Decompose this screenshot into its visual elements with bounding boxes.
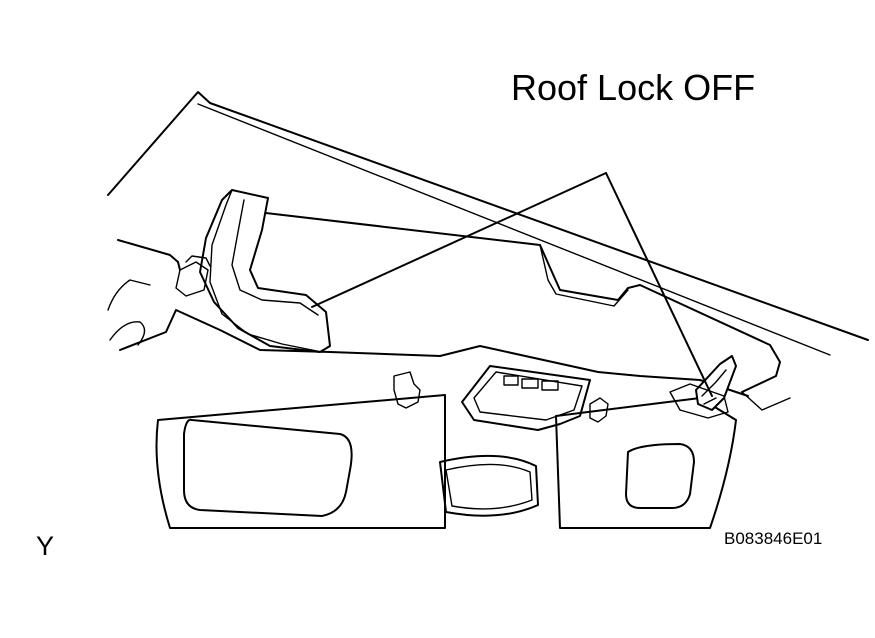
left-sun-visor bbox=[155, 394, 446, 529]
right-handle-face bbox=[701, 369, 727, 405]
left-lock-base bbox=[175, 261, 209, 297]
right-visor-clip bbox=[589, 397, 609, 423]
rear-view-mirror-inner bbox=[445, 463, 533, 510]
console-button-3 bbox=[541, 380, 559, 391]
windshield-edge bbox=[107, 279, 151, 311]
right-pillar bbox=[741, 391, 791, 411]
leader-line-left bbox=[311, 172, 607, 308]
roof-front-edge bbox=[107, 91, 869, 341]
figure-code: B083846E01 bbox=[724, 529, 823, 548]
rear-view-mirror bbox=[439, 454, 539, 517]
view-letter: Y bbox=[36, 531, 55, 561]
console-button-1 bbox=[503, 375, 519, 386]
callout-label: Roof Lock OFF bbox=[511, 67, 756, 108]
headliner-panel bbox=[117, 209, 781, 393]
right-roof-lock-handle bbox=[695, 355, 737, 411]
sun-visor-hinge-left bbox=[109, 321, 146, 346]
left-handle-inner bbox=[209, 189, 323, 353]
left-handle-groove bbox=[231, 199, 319, 316]
left-visor-mirror bbox=[183, 418, 353, 517]
left-lock-clip bbox=[185, 255, 211, 267]
console-button-2 bbox=[521, 378, 539, 389]
overhead-console-inner bbox=[473, 371, 583, 421]
headliner-lip bbox=[539, 244, 629, 307]
roof-inner-edge bbox=[197, 103, 831, 356]
leader-line-right bbox=[605, 172, 713, 397]
right-lock-base bbox=[669, 383, 729, 419]
right-visor-mirror bbox=[625, 443, 695, 509]
overhead-console bbox=[461, 365, 591, 431]
right-sun-visor bbox=[555, 397, 737, 529]
left-roof-lock-handle bbox=[199, 189, 331, 353]
headliner-lower-edge bbox=[119, 309, 749, 397]
left-visor-clip bbox=[393, 371, 421, 409]
